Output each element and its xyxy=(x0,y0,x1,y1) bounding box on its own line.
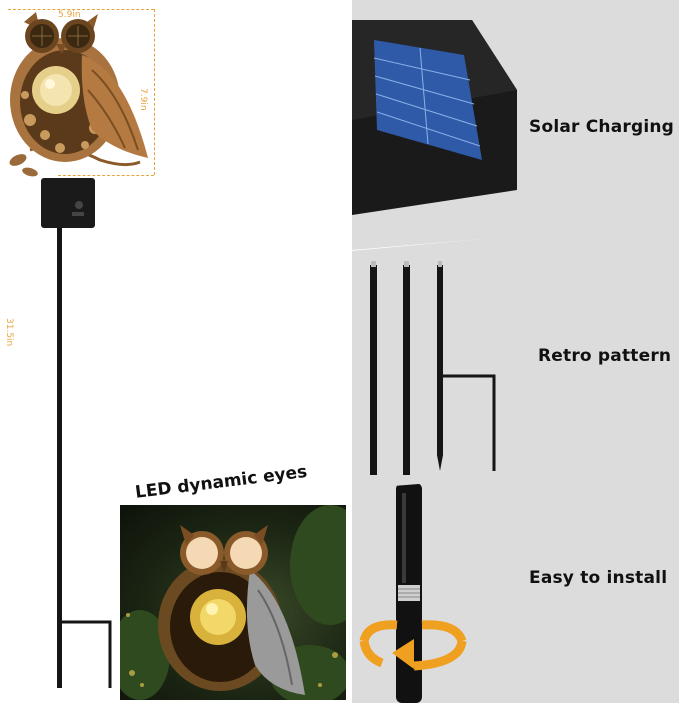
head-height-bottom-line xyxy=(58,175,154,176)
stake-joint-illustration xyxy=(359,483,467,703)
stake-segments-illustration xyxy=(370,261,496,475)
retro-pattern-panel: Retro pattern xyxy=(352,221,679,493)
led-eyes-photo xyxy=(120,505,346,700)
width-dimension-line xyxy=(8,9,154,10)
solar-charging-caption: Solar Charging xyxy=(529,117,675,137)
solar-panel-illustration xyxy=(352,20,517,215)
solar-charging-panel: Solar Charging xyxy=(352,0,679,250)
retro-pattern-caption: Retro pattern xyxy=(538,346,672,366)
easy-install-caption: Easy to install xyxy=(529,568,668,588)
owl-stake-light-illustration xyxy=(9,12,148,688)
owl-night-photo-illustration xyxy=(120,505,346,700)
head-height-dimension-line xyxy=(154,9,155,175)
product-main-view: 5.9in 7.9in 31.5in xyxy=(0,0,200,703)
easy-install-panel: Easy to install xyxy=(352,463,679,703)
width-dimension-label: 5.9in xyxy=(58,10,81,20)
